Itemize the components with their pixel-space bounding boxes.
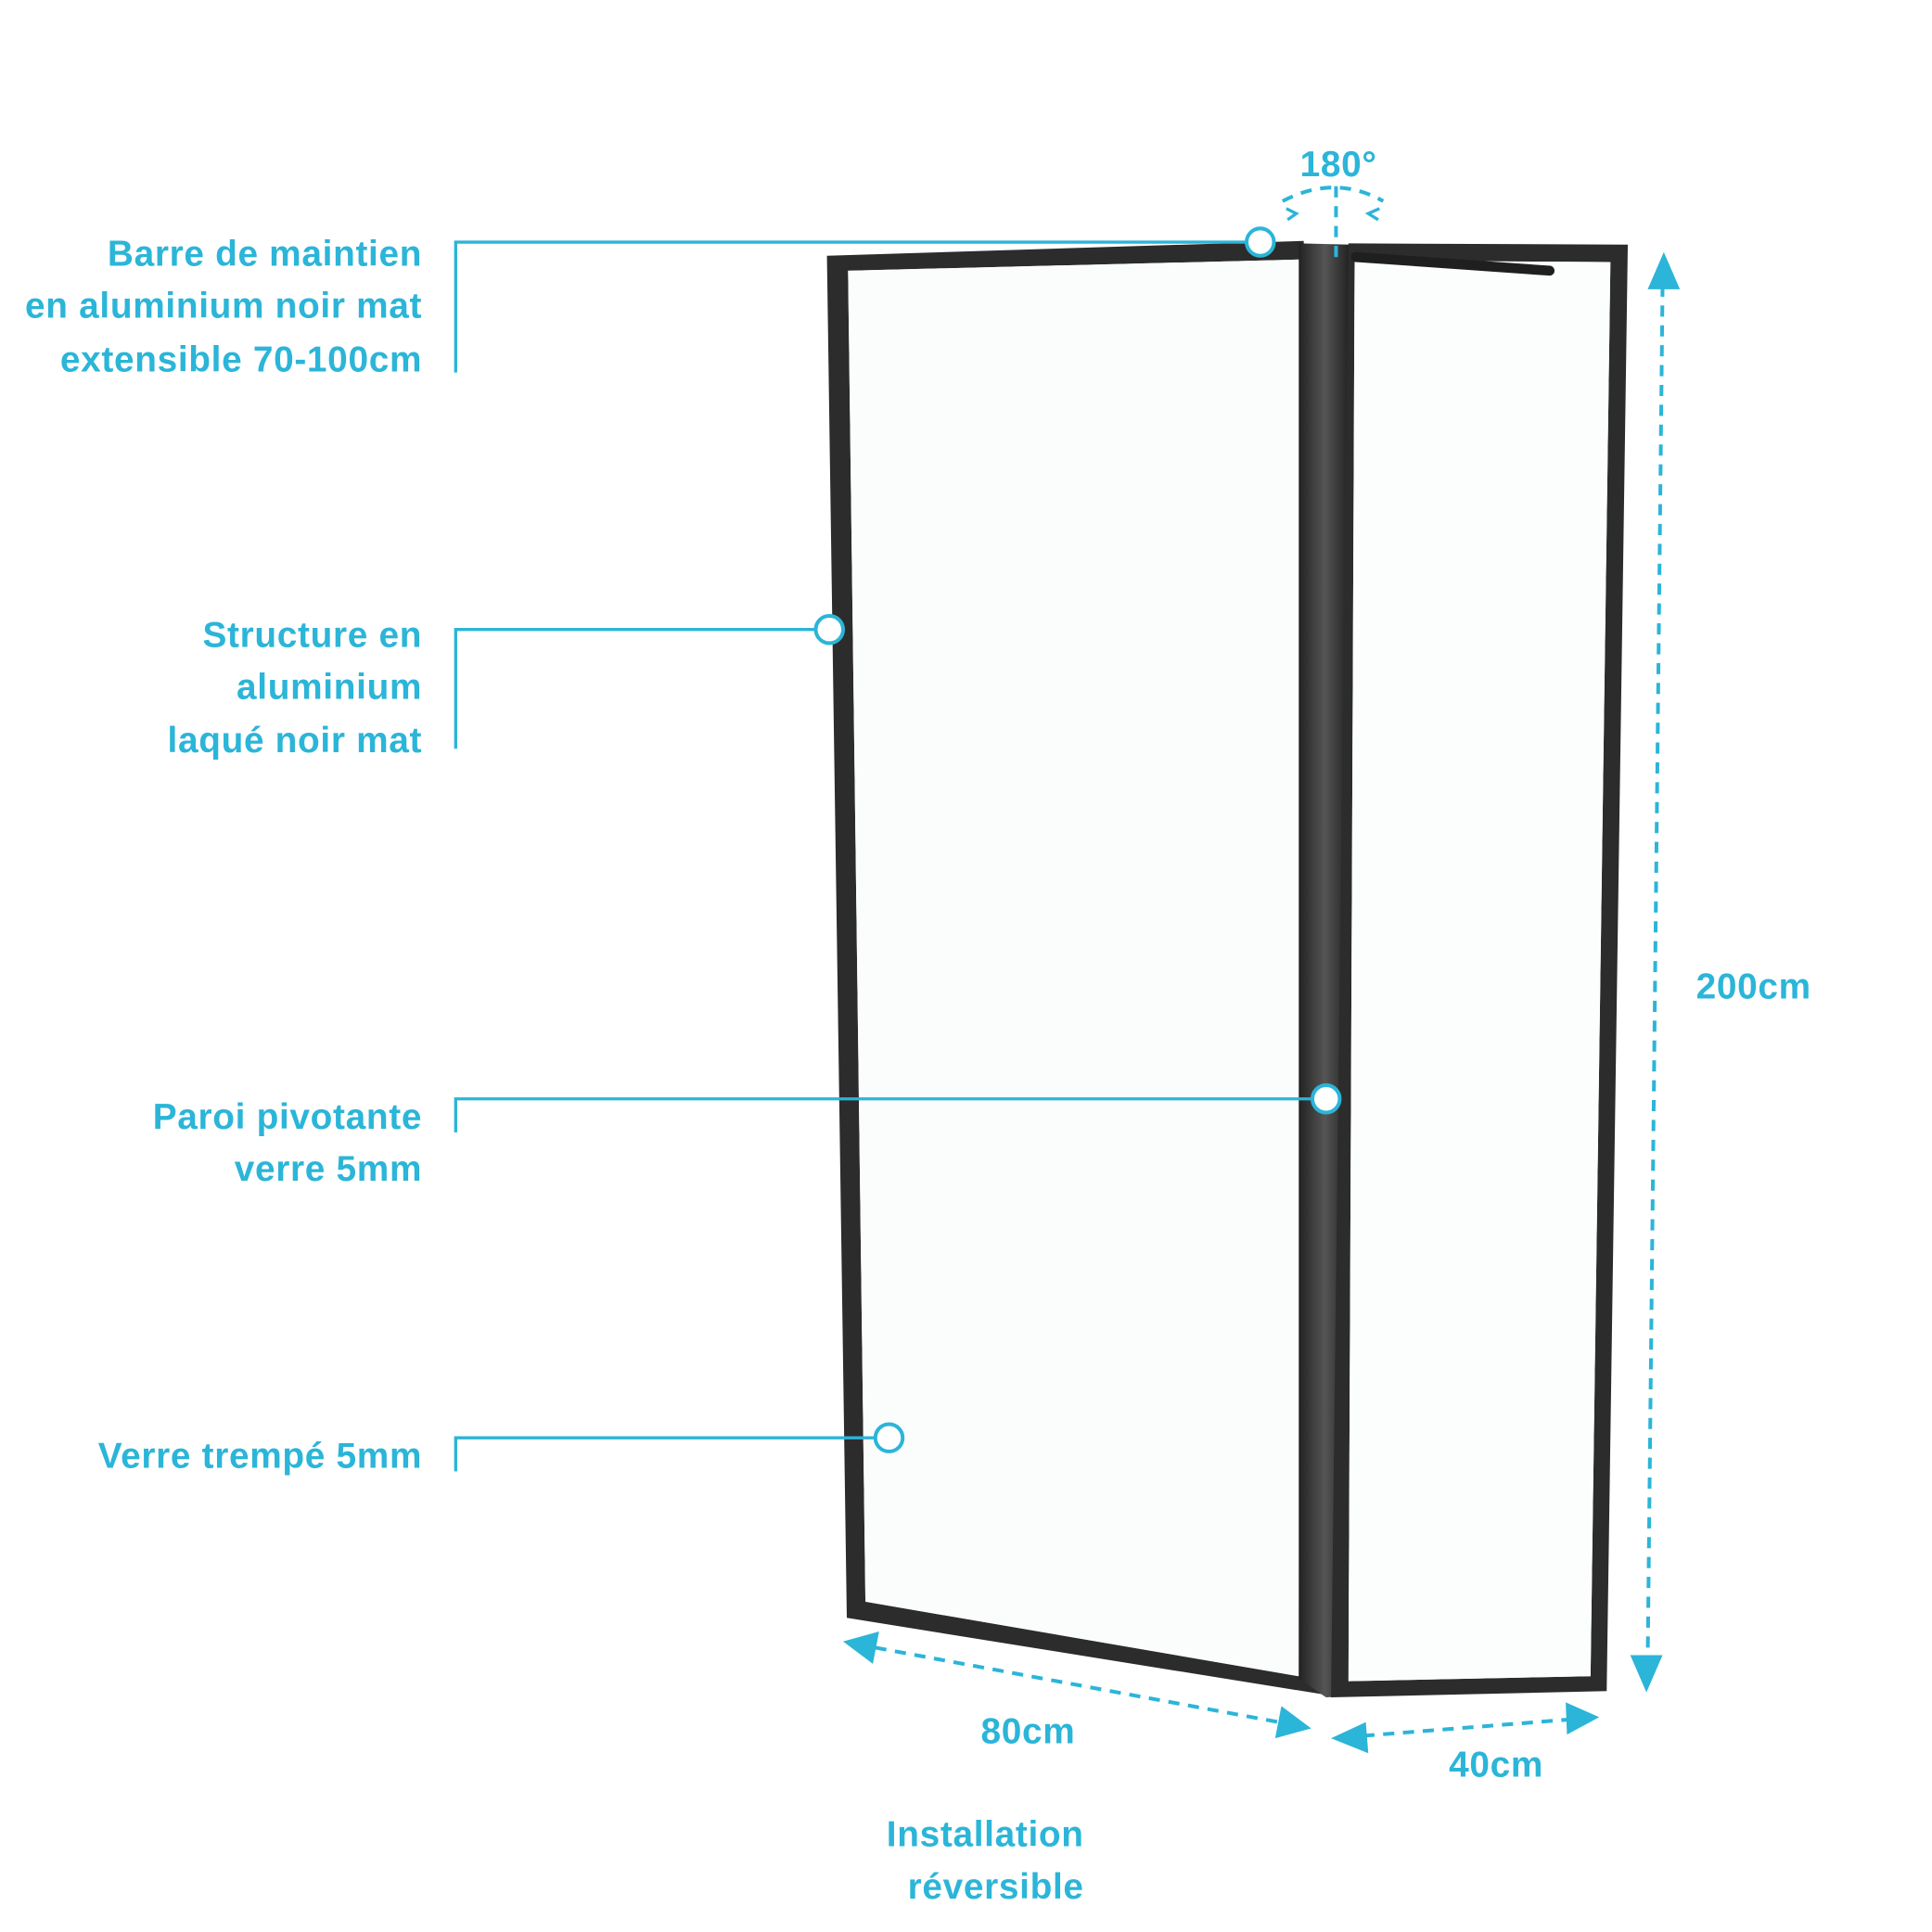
arrow-right-icon	[1566, 1702, 1600, 1735]
support-bar	[1350, 251, 1555, 276]
callout-text: Structure en	[202, 615, 422, 655]
callout-text: verre 5mm	[235, 1149, 422, 1189]
callout-structure: Structure en aluminium laqué noir mat	[168, 613, 845, 761]
callout-marker	[1245, 226, 1276, 258]
callout-marker	[813, 613, 845, 646]
arrow-left-icon	[842, 1631, 879, 1664]
pivoting-glass-panel	[1331, 243, 1629, 1697]
arrow-down-icon	[1630, 1655, 1663, 1693]
callout-text: Paroi pivotante	[153, 1097, 422, 1137]
height-label: 200cm	[1696, 966, 1811, 1006]
rotation-label: 180°	[1300, 145, 1377, 185]
main-width-label: 80cm	[980, 1712, 1075, 1752]
pivot-width-dimension: 40cm	[1331, 1702, 1600, 1785]
arrow-left-icon	[1331, 1721, 1369, 1754]
callout-text: Verre trempé 5mm	[98, 1436, 422, 1476]
installation-note-reversible: réversible	[908, 1867, 1084, 1907]
main-glass-panel	[826, 240, 1326, 1695]
callout-marker	[1310, 1083, 1342, 1115]
callout-text: aluminium	[237, 668, 422, 708]
main-width-dimension: 80cm	[842, 1631, 1311, 1752]
callout-pivot-panel: Paroi pivotante verre 5mm	[153, 1083, 1342, 1189]
arrow-right-icon	[1274, 1706, 1311, 1739]
callout-text: laqué noir mat	[168, 721, 423, 761]
callout-marker	[873, 1422, 905, 1453]
height-dimension: 200cm	[1630, 251, 1811, 1693]
rotation-indicator: 180°	[1281, 145, 1385, 263]
callout-text: en aluminium noir mat	[25, 287, 422, 326]
installation-note: Installation	[887, 1815, 1084, 1855]
pivot-width-label: 40cm	[1449, 1746, 1543, 1785]
callout-support-bar: Barre de maintien en aluminium noir mat …	[25, 226, 1276, 379]
callout-text: Barre de maintien	[108, 234, 422, 274]
arrow-up-icon	[1647, 251, 1681, 289]
callout-tempered-glass: Verre trempé 5mm	[98, 1422, 905, 1476]
callout-text: extensible 70-100cm	[60, 339, 422, 379]
